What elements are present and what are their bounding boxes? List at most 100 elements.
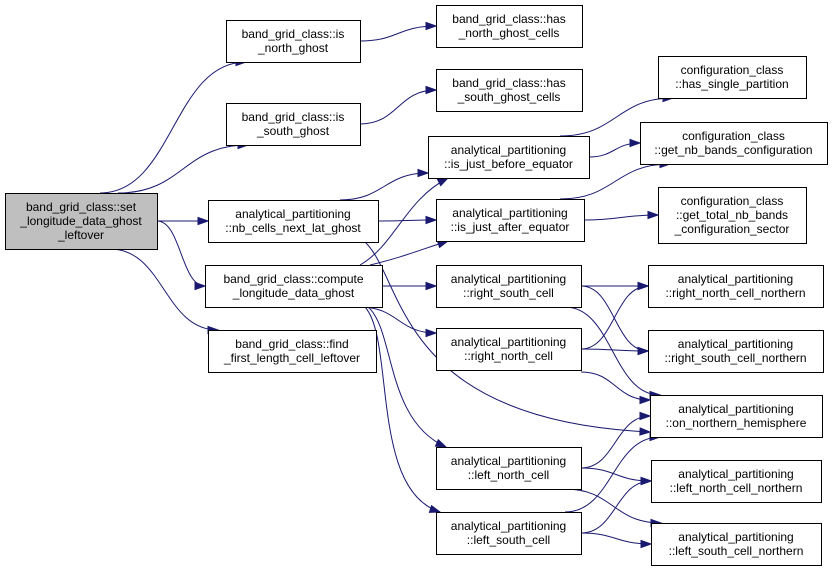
arrowhead-icon [629,138,642,148]
node-label-line: _south_ghost_cells [457,90,561,104]
node-is-south-ghost[interactable]: band_grid_class::is_south_ghost [226,103,361,146]
node-box [226,103,361,146]
node-label-line: _configuration_sector [674,222,790,236]
edge-set_longitude-to-find_first_length [109,248,220,335]
node-left-north-cell[interactable]: analytical_partitioning::left_north_cell [436,447,582,490]
node-label-line: analytical_partitioning [678,402,793,416]
node-label-line: ::is_just_before_equator [444,157,573,171]
edge-compute_longitude-to-left_south_cell [364,306,442,513]
arrowhead-icon [640,539,653,549]
node-nb-cells-next-lat-ghost[interactable]: analytical_partitioning::nb_cells_next_l… [208,200,379,243]
nodes-layer: band_grid_class::set_longitude_data_ghos… [5,5,828,566]
node-box [436,265,582,308]
node-left-south-cell-northern[interactable]: analytical_partitioning::left_south_cell… [651,523,822,566]
node-label-line: _leftover [57,228,104,242]
node-right-north-cell[interactable]: analytical_partitioning::right_north_cel… [436,328,582,371]
arrowhead-icon [639,395,652,405]
arrowhead-icon [637,346,650,356]
node-box [650,395,823,438]
node-box [208,200,379,243]
node-label-line: ::on_northern_hemisphere [666,416,807,430]
node-right-south-cell[interactable]: analytical_partitioning::right_south_cel… [436,265,582,308]
node-label-line: analytical_partitioning [451,335,566,349]
node-label-line: _south_ghost [256,124,330,138]
node-label-line: ::right_north_cell_northern [665,286,805,300]
edge-left_north_cell-to-on_northern_hemisphere [580,411,652,469]
node-label-line: _longitude_data_ghost [232,286,355,300]
node-box [5,193,158,250]
arrowhead-icon [425,328,438,338]
edge-compute_longitude-to-right_south_cell [381,281,438,291]
arrowhead-icon [640,476,653,486]
node-label-line: ::right_south_cell [463,286,554,300]
node-label-line: ::is_just_after_equator [451,220,570,234]
node-label-line: configuration_class [682,129,785,143]
node-label-line: band_grid_class::has [452,12,565,26]
edge-right_north_cell-to-right_north_cell_northern [580,281,650,350]
arrowhead-icon [436,177,450,187]
node-has-south-ghost-cells[interactable]: band_grid_class::has_south_ghost_cells [436,69,583,112]
node-has-single-partition[interactable]: configuration_class::has_single_partitio… [658,56,807,99]
node-label-line: ::right_south_cell_northern [664,351,806,365]
arrowhead-icon [197,216,210,226]
node-right-south-cell-northern[interactable]: analytical_partitioning::right_south_cel… [648,330,824,373]
node-label-line: analytical_partitioning [678,467,793,481]
node-box [436,328,582,371]
node-has-north-ghost-cells[interactable]: band_grid_class::has_north_ghost_cells [436,5,583,48]
edge-nb_cells_next_lat_ghost-to-is_just_before_equator [339,168,430,201]
node-label-line: band_grid_class::is [242,110,345,124]
node-label-line: analytical_partitioning [451,454,566,468]
node-set-longitude: band_grid_class::set_longitude_data_ghos… [5,193,158,250]
edge-left_south_cell-to-left_north_cell_northern [580,476,653,534]
arrowhead-icon [425,85,438,95]
node-box [651,523,822,566]
node-is-north-ghost[interactable]: band_grid_class::is_north_ghost [226,20,361,63]
node-get-nb-bands-configuration[interactable]: configuration_class::get_nb_bands_config… [640,122,828,165]
node-box [436,199,585,242]
node-left-north-cell-northern[interactable]: analytical_partitioning::left_north_cell… [651,460,822,503]
arrowhead-icon [428,504,442,513]
node-label-line: configuration_class [681,63,784,77]
node-box [226,20,361,63]
node-label-line: ::left_north_cell_northern [670,481,803,495]
edge-right_north_cell-to-right_south_cell_northern [580,346,650,356]
node-box [436,447,582,490]
node-box [658,56,807,99]
node-label-line: analytical_partitioning [451,143,566,157]
node-label-line: analytical_partitioning [452,206,567,220]
node-label-line: _longitude_data_ghost [19,214,142,228]
node-is-just-after-equator[interactable]: analytical_partitioning::is_just_after_e… [436,199,585,242]
arrowhead-icon [425,215,438,225]
arrowhead-icon [194,281,207,291]
node-label-line: analytical_partitioning [678,337,793,351]
node-label-line: _north_ghost_cells [458,26,560,40]
node-label-line: ::right_north_cell [464,349,553,363]
node-is-just-before-equator[interactable]: analytical_partitioning::is_just_before_… [428,136,590,179]
edge-nb_cells_next_lat_ghost-to-is_just_after_equator [377,215,438,225]
node-on-northern-hemisphere[interactable]: analytical_partitioning::on_northern_hem… [650,395,823,438]
edge-right_north_cell-to-on_northern_hemisphere [580,371,652,405]
arrowhead-icon [639,427,652,436]
node-right-north-cell-northern[interactable]: analytical_partitioning::right_north_cel… [648,265,824,308]
node-label-line: analytical_partitioning [678,530,793,544]
edge-left_south_cell-to-left_south_cell_northern [580,532,653,549]
node-find-first-length[interactable]: band_grid_class::find_first_length_cell_… [208,330,377,373]
edge-is_just_after_equator-to-get_total_nb_bands [583,210,660,221]
node-box [436,69,583,112]
arrowhead-icon [425,281,438,291]
edges-layer [99,21,675,549]
node-compute-longitude[interactable]: band_grid_class::compute_longitude_data_… [205,265,383,308]
edge-set_longitude-to-compute_longitude [156,220,207,291]
edge-set_longitude-to-is_north_ghost [99,57,248,194]
edge-right_south_cell-to-right_south_cell_northern [580,285,650,356]
node-get-total-nb-bands[interactable]: configuration_class::get_total_nb_bands_… [658,187,807,244]
edge-is_north_ghost-to-has_north_ghost_cells [359,21,438,42]
node-label-line: ::left_north_cell [468,468,549,482]
node-label-line: ::get_nb_bands_configuration [654,143,812,157]
node-left-south-cell[interactable]: analytical_partitioning::left_south_cell [436,512,582,555]
node-label-line: band_grid_class::has [452,76,565,90]
node-label-line: band_grid_class::compute [223,272,363,286]
edge-is_south_ghost-to-has_south_ghost_cells [359,85,438,125]
node-label-line: ::left_south_cell [467,533,550,547]
